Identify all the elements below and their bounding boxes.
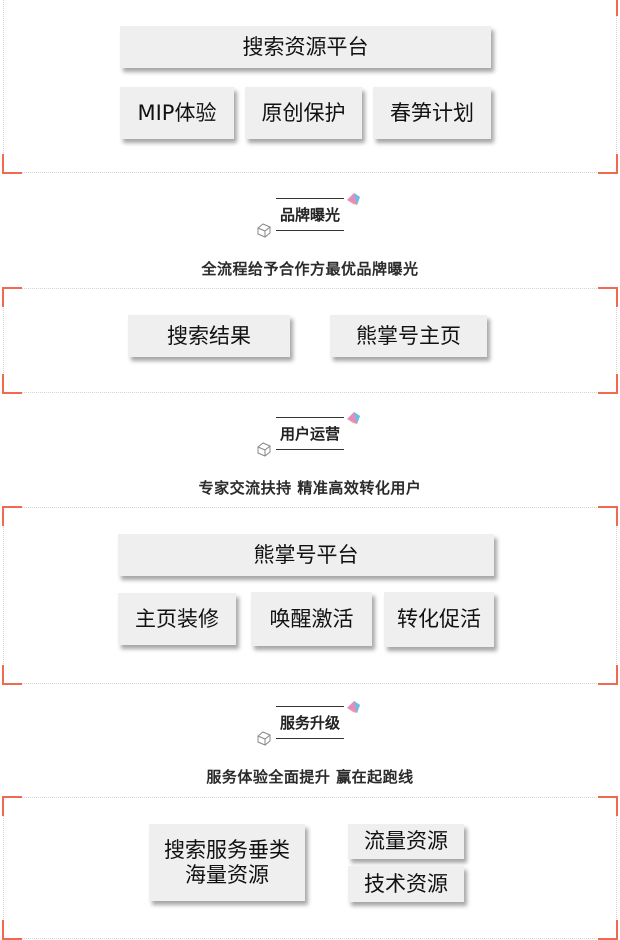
corner-bracket (598, 920, 618, 940)
gem-icon (347, 701, 360, 713)
corner-bracket (598, 287, 618, 307)
corner-bracket (598, 506, 618, 526)
wireframe-cube-icon (257, 731, 271, 746)
heading-bottom-rule (276, 230, 344, 231)
wireframe-cube-icon (257, 223, 271, 238)
section-heading-user-operation: 用户运营 (0, 411, 620, 461)
xiongzhang-homepage-box: 熊掌号主页 (330, 315, 487, 357)
gem-icon (347, 412, 360, 424)
homepage-decoration-box: 主页装修 (118, 593, 236, 645)
heading-bottom-rule (276, 449, 344, 450)
section-frame-service-resources (2, 796, 618, 940)
corner-bracket (2, 920, 22, 940)
search-resource-platform-box: 搜索资源平台 (120, 26, 491, 68)
heading-top-rule (276, 706, 344, 707)
section-subtitle: 服务体验全面提升 赢在起跑线 (206, 768, 414, 786)
corner-bracket (2, 796, 22, 816)
section-frame-brand-exposure (2, 287, 618, 394)
corner-bracket (2, 506, 22, 526)
traffic-resources-box: 流量资源 (348, 824, 464, 859)
heading-title: 用户运营 (279, 425, 340, 443)
heading-title: 服务升级 (279, 714, 340, 732)
corner-bracket (2, 665, 22, 685)
search-results-box: 搜索结果 (128, 315, 290, 357)
section-frame-search-platform (2, 0, 618, 174)
xiongzhang-platform-box: 熊掌号平台 (118, 534, 494, 576)
section-heading-brand-exposure: 品牌曝光 (0, 192, 620, 242)
gem-icon (347, 193, 360, 205)
corner-bracket (598, 154, 618, 174)
section-heading-service-upgrade: 服务升级 (0, 700, 620, 750)
corner-bracket (598, 0, 618, 16)
corner-bracket (2, 154, 22, 174)
convert-promote-box: 转化促活 (384, 592, 494, 647)
wake-activate-box: 唤醒激活 (251, 592, 372, 646)
section-subtitle: 全流程给予合作方最优品牌曝光 (201, 260, 419, 278)
wireframe-cube-icon (257, 442, 271, 457)
mip-experience-box: MIP体验 (120, 87, 234, 139)
heading-top-rule (276, 198, 344, 199)
original-protection-box: 原创保护 (245, 87, 362, 139)
corner-bracket (598, 665, 618, 685)
corner-bracket (598, 796, 618, 816)
corner-bracket (2, 287, 22, 307)
box-line-2: 海量资源 (185, 862, 269, 887)
search-service-vertical-box: 搜索服务垂类 海量资源 (149, 824, 305, 901)
box-line-1: 搜索服务垂类 (164, 837, 290, 862)
corner-bracket (598, 374, 618, 394)
heading-bottom-rule (276, 738, 344, 739)
heading-top-rule (276, 417, 344, 418)
section-subtitle: 专家交流扶持 精准高效转化用户 (198, 479, 422, 497)
heading-title: 品牌曝光 (279, 206, 340, 224)
corner-bracket (2, 374, 22, 394)
section-frame-xiongzhang-platform (2, 506, 618, 685)
spring-bamboo-plan-box: 春笋计划 (373, 87, 491, 139)
tech-resources-box: 技术资源 (348, 866, 464, 902)
